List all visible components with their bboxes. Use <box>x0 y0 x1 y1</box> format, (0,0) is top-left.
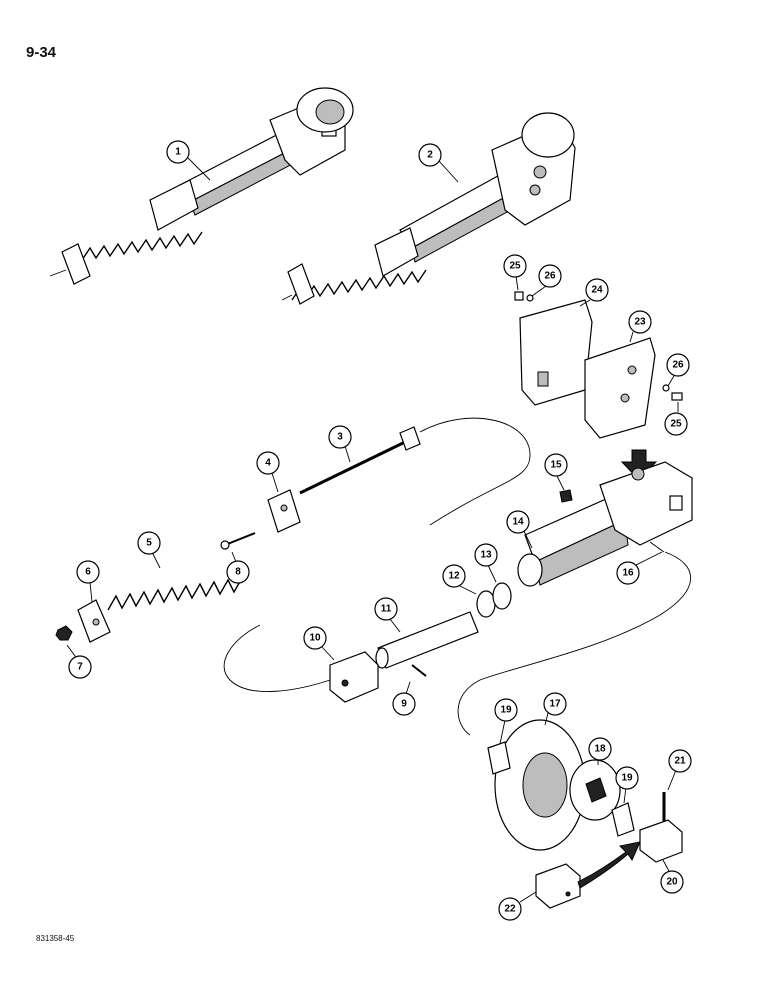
callout-11-label: 11 <box>381 604 392 615</box>
shaft-11 <box>375 611 479 669</box>
callout-21-label: 21 <box>674 756 686 767</box>
callout-1 <box>166 140 190 164</box>
callout-10-label: 10 <box>309 633 321 644</box>
callout-1-label: 1 <box>175 147 181 158</box>
callout-12-label: 12 <box>448 571 460 582</box>
tension-rod <box>299 426 421 495</box>
wire-loop-top <box>419 417 531 526</box>
callout-5 <box>137 531 161 555</box>
recoil-assembly-1 <box>49 87 354 285</box>
wire-loop-left <box>223 624 331 692</box>
callout-18 <box>588 737 612 761</box>
ring-12 <box>476 590 496 618</box>
yoke-14 <box>517 461 693 587</box>
callout-16 <box>616 561 640 585</box>
callout-6 <box>76 560 100 584</box>
callout-24-label: 24 <box>591 285 603 296</box>
callout-20-label: 20 <box>666 877 678 888</box>
callout-19-left <box>494 698 518 722</box>
nut-7 <box>55 625 73 641</box>
bearing-18 <box>569 759 621 821</box>
ring-13 <box>492 582 512 610</box>
callout-21 <box>668 749 692 773</box>
callout-8-label: 8 <box>235 567 241 578</box>
callout-17 <box>543 692 567 716</box>
callout-5-label: 5 <box>146 538 152 549</box>
callout-9-label: 9 <box>401 699 407 710</box>
callout-19-right <box>615 766 639 790</box>
callout-7 <box>68 655 92 679</box>
callout-11 <box>374 597 398 621</box>
reference-code: 831358-45 <box>36 934 75 943</box>
callout-23 <box>628 310 652 334</box>
callout-16-label: 16 <box>622 568 634 579</box>
page-number: 9-34 <box>26 44 57 61</box>
callout-20 <box>660 870 684 894</box>
callout-13-label: 13 <box>480 550 492 561</box>
arrow-block-22-to-20 <box>577 841 641 889</box>
callout-17-label: 17 <box>549 699 561 710</box>
callout-4-label: 4 <box>265 458 271 469</box>
block-20 <box>639 819 683 863</box>
spring-5 <box>107 577 243 611</box>
callout-12 <box>442 564 466 588</box>
recoil-assembly-2 <box>281 112 576 305</box>
plate-19-left <box>487 741 511 775</box>
callout-14-label: 14 <box>512 517 524 528</box>
guard-plates <box>514 291 683 439</box>
callout-18-label: 18 <box>594 744 606 755</box>
plate-19-right <box>611 802 635 837</box>
callout-25-top <box>503 254 527 278</box>
idler-wheel-17 <box>494 719 586 851</box>
callout-3-label: 3 <box>337 432 343 443</box>
callout-15 <box>544 453 568 477</box>
callout-19-left-label: 19 <box>500 705 512 716</box>
callout-25-bottom <box>664 412 688 436</box>
callout-2 <box>418 143 442 167</box>
wire-loop-right <box>457 551 692 736</box>
callout-23-label: 23 <box>634 317 646 328</box>
pin-9 <box>411 664 427 677</box>
callout-14 <box>506 510 530 534</box>
callout-19-right-label: 19 <box>621 773 633 784</box>
callout-4 <box>256 451 280 475</box>
block-10 <box>329 651 379 703</box>
callout-3 <box>328 425 352 449</box>
callout-7-label: 7 <box>77 662 83 673</box>
callout-26-bottom <box>666 353 690 377</box>
callout-22-label: 22 <box>504 904 516 915</box>
callout-26-top-label: 26 <box>544 271 556 282</box>
callout-22 <box>498 897 522 921</box>
callout-8 <box>226 560 250 584</box>
callout-9 <box>392 692 416 716</box>
callout-2-label: 2 <box>427 150 433 161</box>
callout-25-top-label: 25 <box>509 261 521 272</box>
callout-13 <box>474 543 498 567</box>
callout-26-bottom-label: 26 <box>672 360 684 371</box>
block-22 <box>535 863 581 909</box>
callout-15-label: 15 <box>550 460 562 471</box>
callout-6-label: 6 <box>85 567 91 578</box>
callout-10 <box>303 626 327 650</box>
callout-26-top <box>538 264 562 288</box>
callout-24 <box>585 278 609 302</box>
callout-25-bottom-label: 25 <box>670 419 682 430</box>
